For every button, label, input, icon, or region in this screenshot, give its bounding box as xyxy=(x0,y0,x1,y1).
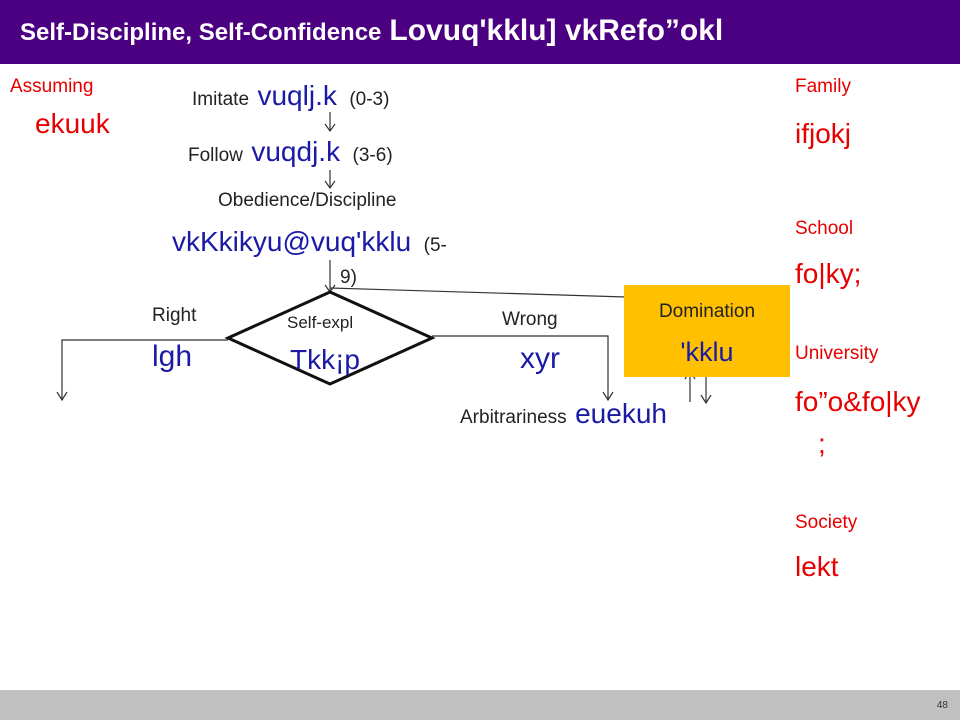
page-number: 48 xyxy=(936,700,948,711)
arbitrariness-row: Arbitrariness euekuh xyxy=(460,400,667,428)
university-hindi-a: fo”o&fo|ky xyxy=(795,386,921,417)
wrong-hindi: xyr xyxy=(520,342,560,375)
flow-connectors xyxy=(56,112,712,405)
right-branch-line xyxy=(61,339,228,400)
obedience-hindi-row: vkKkikyu@vuq'kklu (5- xyxy=(172,228,447,256)
wrong-branch-line xyxy=(432,335,609,400)
imitate-range: (0-3) xyxy=(349,89,390,110)
society-label: Society xyxy=(795,512,858,533)
arbitrariness-label: Arbitrariness xyxy=(460,407,567,428)
school-label: School xyxy=(795,218,854,239)
school-hindi: fo|ky; xyxy=(795,258,862,289)
follow-step: Follow vuqdj.k (3-6) xyxy=(188,138,393,166)
arbitrariness-hindi: euekuh xyxy=(575,398,667,429)
imitate-label: Imitate xyxy=(192,89,250,110)
family-label: Family xyxy=(795,76,851,97)
domination-label: Domination xyxy=(658,301,756,322)
right-label: Right xyxy=(152,305,197,326)
domination-hindi: 'kklu xyxy=(680,337,734,367)
slide-title: Self-Discipline, Self-Confidence Lovuq'kk… xyxy=(20,14,723,48)
university-label: University xyxy=(795,343,879,364)
wrong-label: Wrong xyxy=(502,309,558,330)
domination-box: Domination 'kklu xyxy=(624,285,790,377)
obedience-range-b: 9) xyxy=(340,267,357,288)
obedience-range-a: (5- xyxy=(423,235,447,256)
title-english: Self-Discipline, Self-Confidence xyxy=(20,19,382,46)
decision-diamond xyxy=(224,290,436,386)
assuming-label: Assuming xyxy=(10,76,94,97)
imitate-step: Imitate vuqlj.k (0-3) xyxy=(192,82,389,110)
follow-range: (3-6) xyxy=(352,145,393,166)
arrowhead xyxy=(324,180,336,190)
right-hindi: lgh xyxy=(152,340,193,373)
arrowhead xyxy=(602,391,614,402)
imitate-hindi: vuqlj.k xyxy=(257,80,337,111)
domination-link xyxy=(329,287,627,298)
arrowhead xyxy=(324,123,336,133)
family-hindi: ifjokj xyxy=(795,118,852,149)
society-hindi: lekt xyxy=(795,551,839,582)
arrowhead xyxy=(700,394,712,405)
self-expl-label: Self-expl xyxy=(287,313,354,332)
title-bar: Self-Discipline, Self-Confidence Lovuq'kk… xyxy=(0,0,960,64)
assuming-hindi: ekuuk xyxy=(35,108,110,139)
university-hindi-b: ; xyxy=(818,428,826,459)
follow-hindi: vuqdj.k xyxy=(251,136,341,167)
obedience-hindi: vkKkikyu@vuq'kklu xyxy=(172,226,412,257)
self-expl-hindi: Tkk¡p xyxy=(290,344,360,375)
obedience-label: Obedience/Discipline xyxy=(218,190,397,211)
arrowhead xyxy=(56,391,68,402)
title-hindi: Lovuq'kklu] vkRefo”okl xyxy=(389,14,724,47)
footer-bar: 48 xyxy=(0,690,960,720)
follow-label: Follow xyxy=(188,145,243,166)
